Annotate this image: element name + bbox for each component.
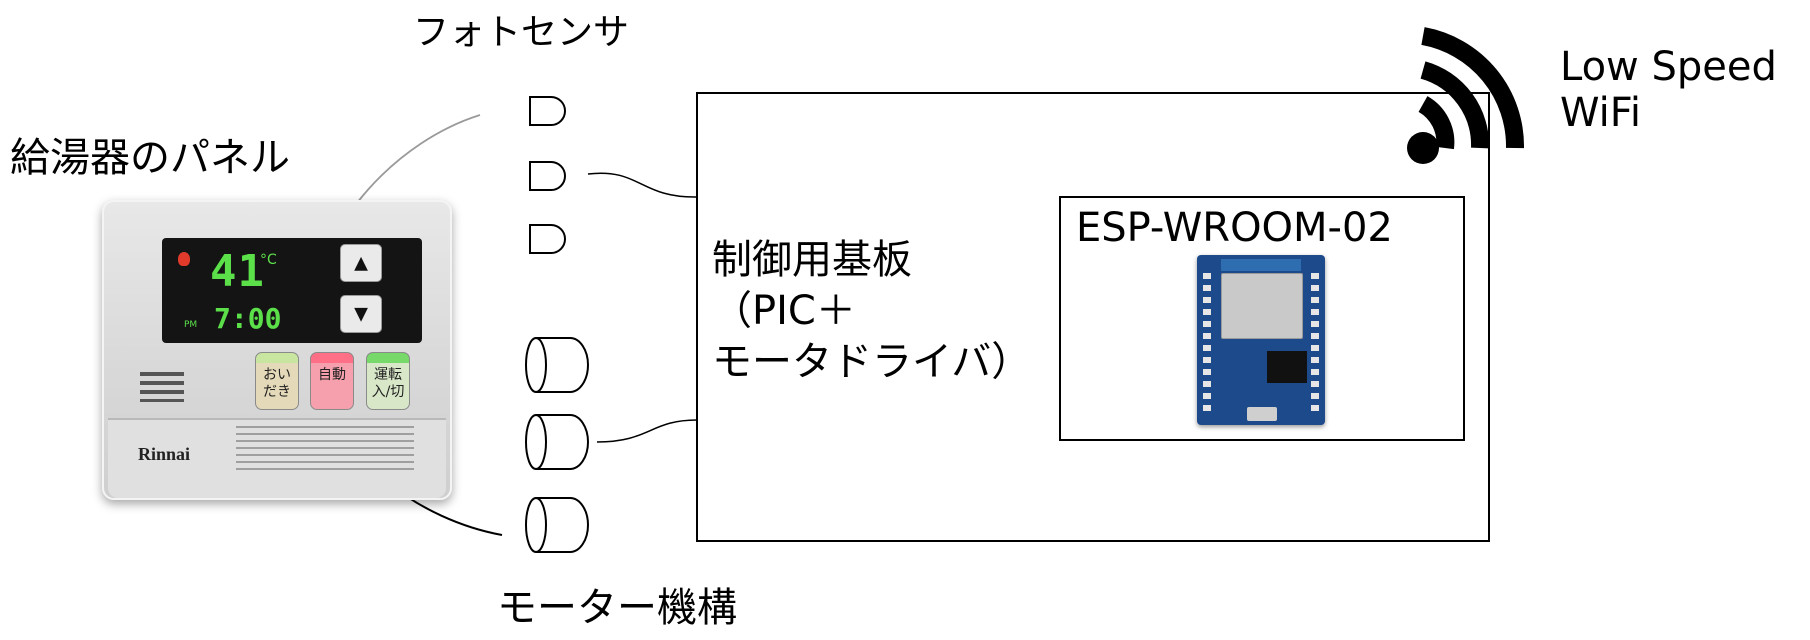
reheat-button-label: おい だき (263, 367, 291, 400)
esp-pins-left (1203, 273, 1211, 413)
photosensor-label: フォトセンサ (413, 12, 630, 53)
module-label: ESP-WROOM-02 (1076, 205, 1393, 251)
temperature-up-button: ▲ (340, 244, 382, 282)
motor-label: モーター機構 (497, 585, 737, 631)
motor-2 (525, 414, 589, 470)
display-temperature: 41 (210, 246, 265, 297)
esp-pins-right (1311, 273, 1319, 413)
power-button-label: 運転 入/切 (371, 367, 405, 400)
board-label-line1: 制御用基板 (712, 237, 912, 283)
panel-label: 給湯器のパネル (10, 135, 290, 181)
motor-1 (525, 337, 589, 393)
wifi-label-line2: WiFi (1560, 90, 1641, 136)
speaker-grille (140, 372, 184, 402)
display-clock: 7:00 (214, 302, 282, 335)
auto-button: 自動 (310, 352, 354, 410)
esp-antenna (1221, 259, 1301, 271)
photosensor-2 (529, 161, 566, 191)
photosensor-1 (529, 96, 566, 126)
esp-shield-can (1221, 273, 1303, 339)
esp-usb-port (1247, 407, 1277, 421)
esp-module-board (1197, 255, 1325, 425)
panel-display: 41 °C PM 7:00 (162, 238, 422, 343)
sensor-wire (587, 172, 698, 198)
auto-button-label: 自動 (318, 367, 346, 383)
motor-3 (525, 497, 589, 553)
board-label: 制御用基板 （PIC＋ モータドライバ） (712, 235, 1031, 389)
triangle-down-icon: ▼ (354, 303, 368, 325)
triangle-up-icon: ▲ (354, 252, 368, 274)
motor-wire (596, 419, 698, 443)
esp-usb-chip (1267, 351, 1307, 383)
photosensor-3 (529, 224, 566, 254)
power-button: 運転 入/切 (366, 352, 410, 410)
wifi-label-line1: Low Speed (1560, 44, 1777, 90)
wifi-label: Low Speed WiFi (1560, 44, 1777, 136)
esp-module-box (1059, 196, 1465, 441)
flame-icon (178, 252, 190, 266)
temperature-down-button: ▼ (340, 295, 382, 333)
control-board-box (696, 92, 1490, 542)
wifi-icon (1407, 27, 1525, 164)
board-label-line2: （PIC＋ (712, 288, 856, 335)
panel-brand-logo: Rinnai (138, 444, 191, 464)
board-label-line3: モータドライバ） (712, 339, 1032, 386)
reheat-button: おい だき (255, 352, 299, 410)
panel-fine-print (236, 426, 414, 470)
display-ampm: PM (184, 320, 198, 330)
display-unit: °C (260, 252, 277, 268)
